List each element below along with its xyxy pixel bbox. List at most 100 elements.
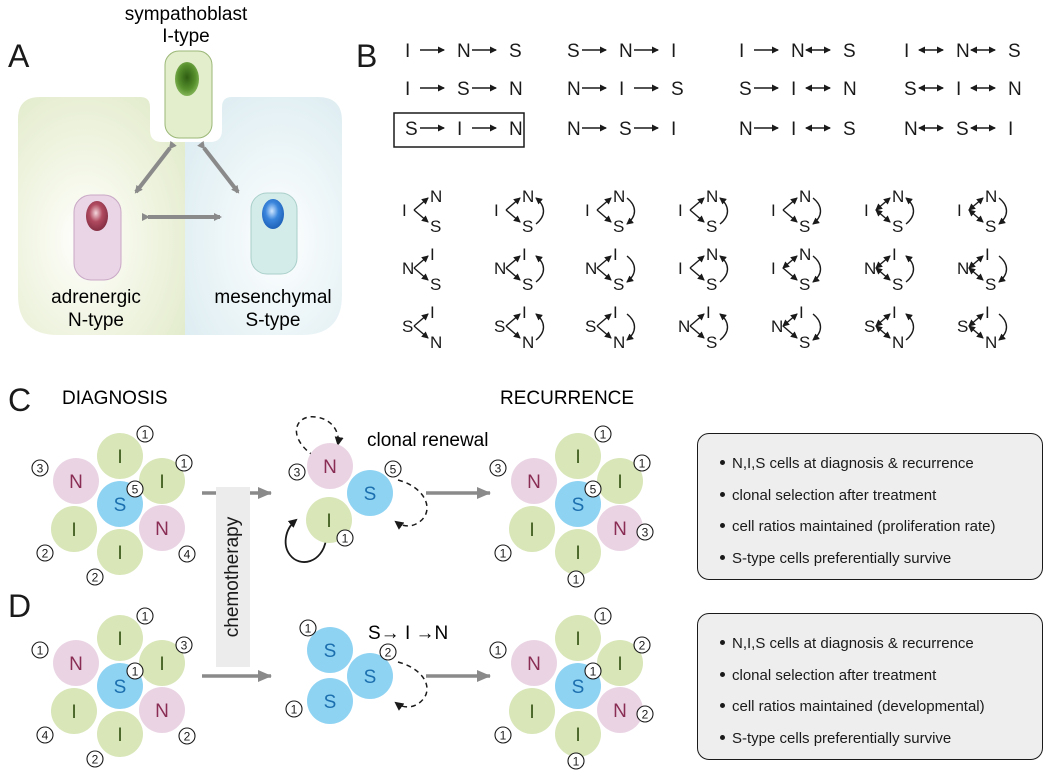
adrenergic-label: adrenergic [51, 287, 141, 308]
branch-top-letter: I [892, 303, 897, 322]
cell-letter-n: N [155, 519, 169, 540]
cell-letter-i: I [575, 725, 580, 746]
branch-bottom-letter: S [522, 217, 533, 236]
branch-source-letter: N [494, 259, 506, 278]
branch-source-letter: I [402, 201, 407, 220]
branch-arrow-down [413, 325, 429, 339]
cell-letter-i: I [117, 447, 122, 468]
cell-letter-n: N [613, 701, 627, 722]
hierarchy-letter: I [405, 41, 410, 62]
clone-number-badge [633, 454, 651, 472]
branch-arrow-down [968, 209, 984, 223]
branch-arrow-up [968, 255, 984, 269]
branch-arrow-down [875, 209, 891, 223]
branch-top-letter: N [985, 187, 997, 206]
notes-box-d: N,I,S cells at diagnosis & recurrence cl… [697, 613, 1043, 760]
branch-arrow-up [505, 255, 521, 269]
clone-number: 2 [385, 646, 392, 660]
branch-source-letter: N [585, 259, 597, 278]
branch-bottom-letter: S [892, 217, 903, 236]
branch-bottom-letter: S [613, 217, 624, 236]
clone-number: 1 [37, 644, 44, 658]
self-renewal-arrow-n [295, 416, 344, 457]
clone-number: 1 [342, 532, 349, 546]
cell-letter-i: I [617, 654, 622, 675]
branch-arrow-up [413, 313, 429, 327]
s-type-label: S-type [246, 310, 301, 331]
cell-letter-n: N [527, 654, 541, 675]
cell-s [307, 627, 353, 673]
clone-number-badge [633, 636, 651, 654]
branch-arrow-up [596, 313, 612, 327]
hierarchy-s-i-n-label: S→ I →N [368, 623, 448, 644]
clone-number: 1 [142, 428, 149, 442]
clone-number-badge [31, 459, 49, 477]
clone-number: 1 [291, 703, 298, 717]
hierarchy-letter: N [956, 41, 970, 62]
mesenchymal-label: mesenchymal [214, 287, 331, 308]
clone-number: 1 [181, 457, 188, 471]
cell-n [511, 458, 557, 504]
branch-arrow-down [596, 209, 612, 223]
branch-bottom-letter: S [985, 275, 996, 294]
branch-curve-arrow [905, 197, 915, 225]
clone-number-badge [36, 544, 54, 562]
branch-source-letter: I [678, 201, 683, 220]
branch-arrow-up [875, 255, 891, 269]
clone-number-badge [494, 544, 512, 562]
branch-top-letter: I [892, 245, 897, 264]
branch-source-letter: I [864, 201, 869, 220]
hierarchy-letter: N [567, 119, 581, 140]
clone-number: 2 [92, 571, 99, 585]
clone-number: 1 [590, 665, 597, 679]
branch-top-letter: N [799, 245, 811, 264]
clone-number: 3 [181, 639, 188, 653]
clonal-renewal-label: clonal renewal [367, 430, 488, 451]
branch-curve-arrow [719, 255, 729, 283]
hierarchy-letter: S [1008, 41, 1021, 62]
branch-top-letter: N [613, 187, 625, 206]
hierarchy-letter: N [791, 41, 805, 62]
branch-top-letter: I [613, 245, 618, 264]
branch-curve-arrow [905, 255, 915, 283]
branch-source-letter: S [585, 317, 596, 336]
branch-curve-arrow [812, 197, 822, 225]
cell-n [511, 640, 557, 686]
clone-number-badge [567, 752, 585, 770]
branch-curve-arrow [812, 313, 822, 341]
branch-top-letter: N [706, 187, 718, 206]
cell-letter-i: I [117, 629, 122, 650]
clone-number: 2 [642, 708, 649, 722]
branch-curve-arrow [998, 313, 1008, 341]
branch-bottom-letter: N [985, 333, 997, 352]
cell-letter-s: S [364, 667, 377, 688]
branch-bottom-letter: N [613, 333, 625, 352]
clone-number-badge [584, 662, 602, 680]
branch-arrow-down [875, 325, 891, 339]
clone-number-badge [175, 636, 193, 654]
clone-number-badge [379, 643, 397, 661]
branch-top-letter: I [985, 245, 990, 264]
branch-arrow-down [875, 267, 891, 281]
cell-i [97, 529, 143, 575]
branch-arrow-up [596, 255, 612, 269]
branch-top-letter: N [430, 187, 442, 206]
branch-arrow-up [413, 255, 429, 269]
hierarchy-letter: I [671, 119, 676, 140]
note-d-1: N,I,S cells at diagnosis & recurrence [720, 628, 1042, 660]
branch-curve-arrow [535, 255, 545, 283]
hierarchy-letter: I [619, 79, 624, 100]
branch-source-letter: I [585, 201, 590, 220]
branch-source-letter: S [494, 317, 505, 336]
branch-bottom-letter: S [892, 275, 903, 294]
branch-bottom-letter: S [799, 217, 810, 236]
branch-top-letter: N [706, 245, 718, 264]
branch-top-letter: I [613, 303, 618, 322]
cell-i [555, 433, 601, 479]
branch-curve-arrow [998, 197, 1008, 225]
hierarchy-letter: S [956, 119, 969, 140]
branch-arrow-up [875, 313, 891, 327]
branch-bottom-letter: S [799, 333, 810, 352]
branch-arrow-down [596, 267, 612, 281]
cell-letter-s: S [572, 495, 585, 516]
